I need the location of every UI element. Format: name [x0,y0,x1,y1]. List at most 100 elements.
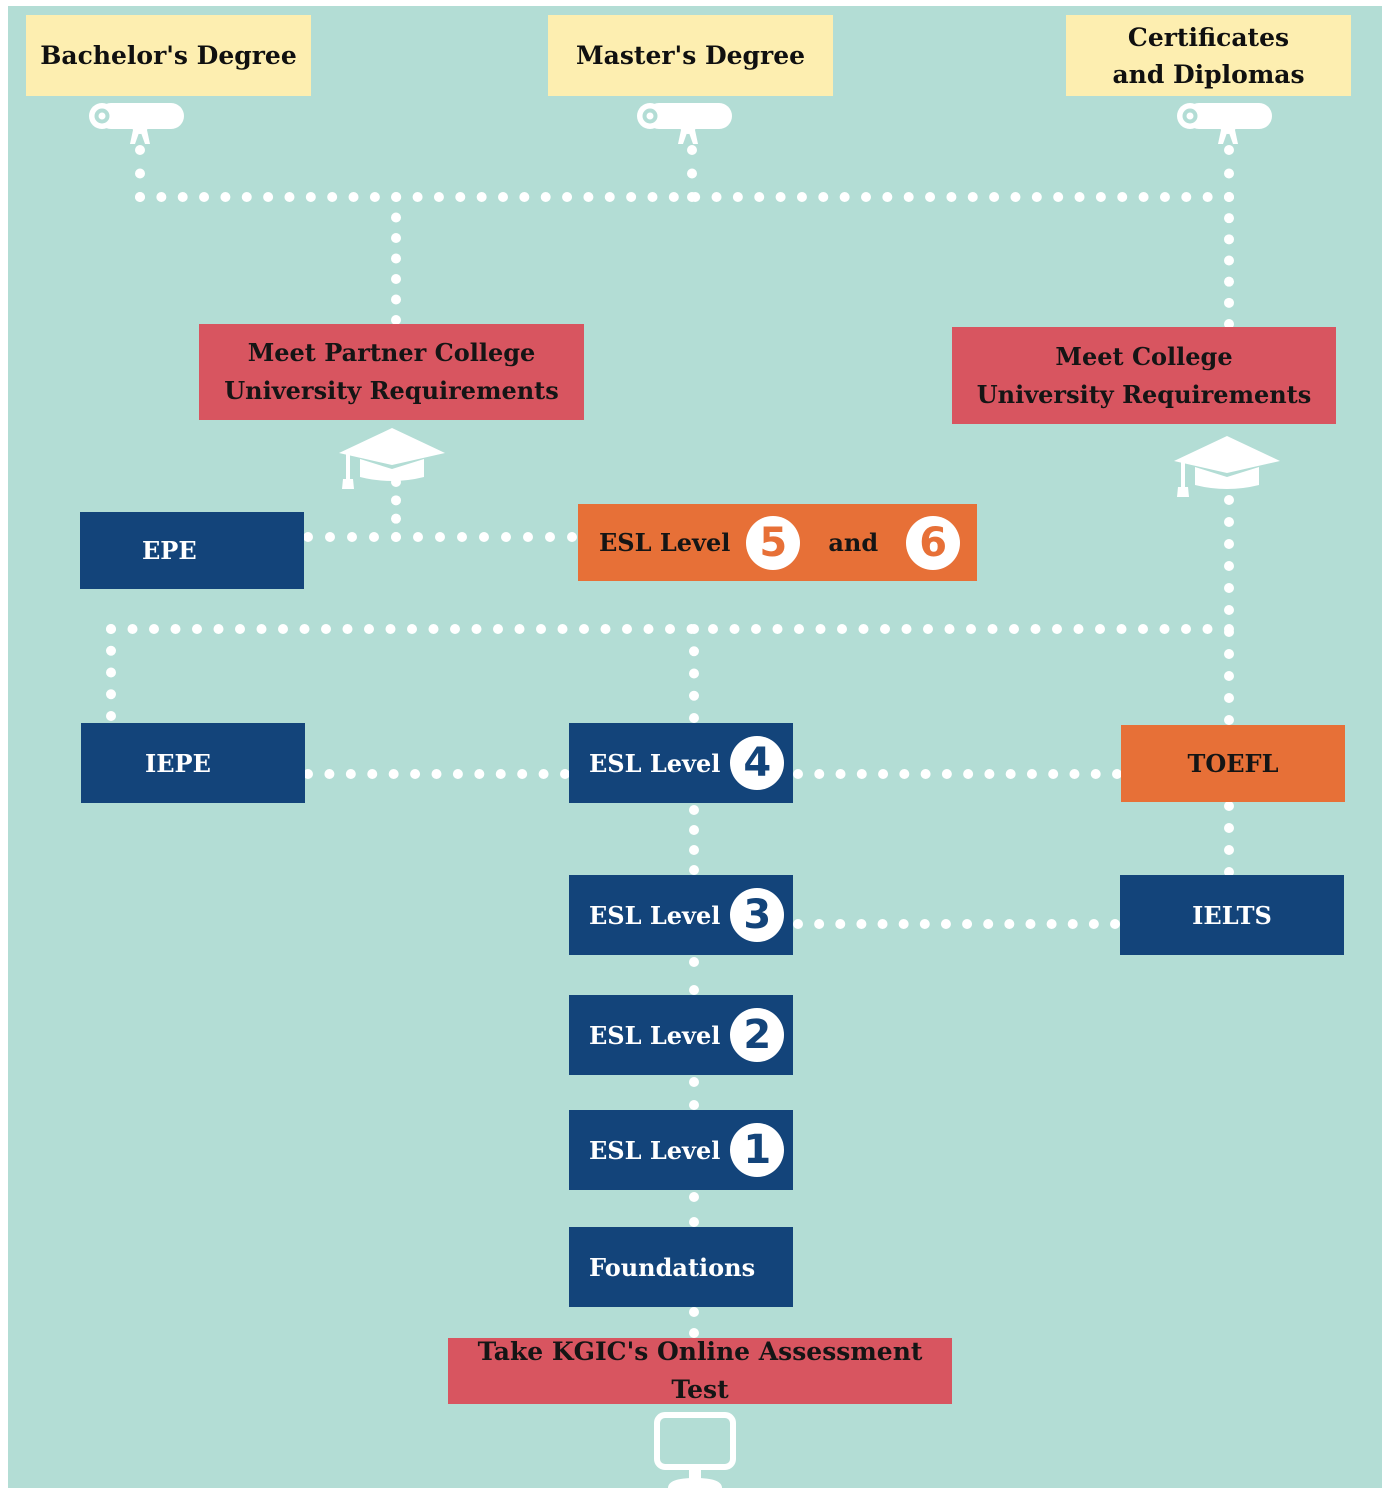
connector-dot [303,769,313,779]
connector-dot [882,192,893,202]
certificates-label-line1: Certificates [1127,22,1290,52]
connector-dot [540,192,551,202]
level-6-badge: 6 [906,515,961,570]
connector-dot [754,192,765,202]
connector-dot [858,624,869,634]
connector-dot [1025,919,1036,929]
connector-dot [1224,517,1234,527]
connector-dot [177,192,188,202]
connector-dot [1074,192,1085,202]
foundations-label: Foundations [589,1252,756,1282]
connector-dot [235,624,245,634]
connector-dot [898,919,909,929]
level-5-badge: 5 [746,515,801,570]
connector-dot [471,624,482,634]
masters-degree-box: Master's Degree [548,15,833,96]
college-requirements-box: Meet College University Requirements [952,327,1336,424]
esl-level-label: ESL Level [599,528,731,557]
diploma-icon [89,103,184,144]
connector-dot [643,624,654,634]
connector-dot [1005,769,1016,779]
connector-dot [1224,276,1234,287]
connector-dot [385,624,396,634]
esl-level-label: ESL Level [589,1020,721,1050]
connector-dot [106,645,116,656]
connector-dot [880,624,890,634]
connector-dot [299,624,310,634]
connector-dot [324,769,335,779]
connector-dot [941,769,952,779]
connector-dot [303,532,313,542]
connector-dot [732,192,743,202]
connector-dot [963,769,974,779]
connector-dot [689,1192,699,1202]
ielts-label: IELTS [1192,900,1272,930]
connector-dot [814,769,825,779]
connector-dot [1224,168,1234,179]
connector-dot [689,1307,699,1317]
connector-dot [837,624,847,634]
connector-dot [751,624,761,634]
college-requirements-line1: Meet College [1055,341,1233,371]
connector-dot [305,192,316,202]
connector-dot [1224,495,1234,505]
connector-dot [775,192,786,202]
connector-dot [106,667,116,678]
connector-dot [1181,624,1191,634]
connector-dot [1030,624,1041,634]
connector-dot [793,769,803,779]
connector-dot [903,192,914,202]
connector-dot [579,624,589,634]
connector-dot [278,624,288,634]
graduation-cap-icon [1174,436,1280,497]
connector-dot [241,192,252,202]
connector-dot [1048,769,1059,779]
esl-level-label: ESL Level [589,1135,721,1165]
connector-dot [689,713,699,723]
connector-dot [1224,255,1234,266]
connector-dot [946,192,957,202]
connector-dot [878,769,889,779]
connector-dot [1026,769,1037,779]
connector-dot [479,532,489,542]
connector-dot [1095,192,1106,202]
connector-dot [369,532,379,542]
connector-dot [1053,192,1064,202]
partner-requirements-box: Meet Partner College University Requirem… [199,324,584,420]
connector-dot [1224,561,1234,571]
connector-dot [342,624,353,634]
connector-dot [689,825,699,835]
connector-dot [474,769,485,779]
connector-dot [1224,624,1234,634]
connector-dot [1181,192,1192,202]
connector-dot [391,274,401,284]
connector-dot [391,513,401,524]
esl-level-5-6-box: ESL Level 5 and 6 [578,504,977,581]
connector-dot [818,192,829,202]
connector-dot [668,192,679,202]
esl-level-4-box: ESL Level 4 [569,723,793,803]
connector-dot [983,919,994,929]
bachelors-degree-label: Bachelor's Degree [40,41,297,70]
connector-dot [495,769,506,779]
connector-dot [391,294,401,305]
connector-dot [1138,624,1148,634]
certificates-diplomas-box: Certificates and Diplomas [1066,15,1351,96]
connector-dot [1031,192,1042,202]
connector-dot [517,769,528,779]
connector-dot [1224,867,1234,877]
connector-dot [1224,583,1234,593]
connector-dot [604,192,615,202]
connector-dot [1095,624,1105,634]
connector-dot [213,624,224,634]
connector-dot [793,919,803,929]
connector-dot [135,192,145,202]
connector-dot [1138,192,1149,202]
college-requirements-line2: University Requirements [976,379,1312,409]
connector-dot [708,624,718,634]
connector-dot [348,192,359,202]
esl-level-2-box: ESL Level 2 [569,995,793,1075]
connector-dot [920,769,931,779]
connector-dot [1004,919,1015,929]
connector-dot [814,919,825,929]
